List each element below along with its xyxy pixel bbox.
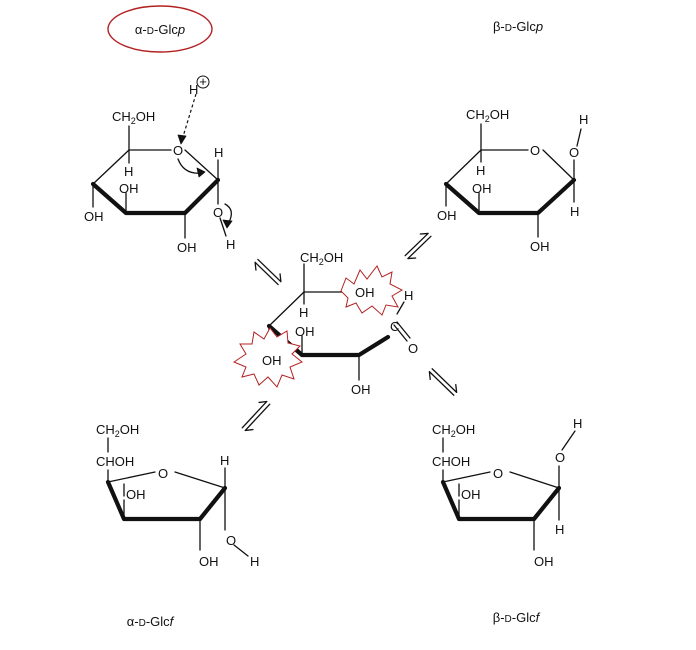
aldehyde-h-label: H: [404, 288, 413, 303]
ring-bond: [442, 471, 491, 483]
o-h-bond: [233, 544, 249, 557]
ring-bond-front: [443, 177, 577, 216]
c2-oh-label: OH: [177, 240, 197, 255]
c4-oh-label: OH: [262, 353, 282, 368]
o-h-bond: [561, 430, 576, 451]
c1-h-label: H: [570, 204, 579, 219]
ring-bond: [445, 149, 482, 185]
choh-label: CHOH: [432, 454, 470, 469]
c5-h-label: H: [476, 163, 485, 178]
aldehyde-c-label: C: [390, 319, 399, 334]
alpha-pyranose-caption: α-D-Glcp: [135, 22, 185, 37]
c1-h-label: H: [220, 453, 229, 468]
c1-oxygen-label: O: [569, 145, 579, 160]
ring-bond: [542, 149, 575, 181]
hydroxyl-h-label: H: [573, 416, 582, 431]
ch2oh-label: CH2OH: [112, 109, 155, 126]
hydroxyl-h-label: H: [250, 554, 259, 569]
choh-label: CHOH: [96, 454, 134, 469]
c2-oh-label: OH: [199, 554, 219, 569]
ring-bond: [92, 149, 130, 185]
c1-h-bond: [396, 301, 405, 315]
ring-oxygen-label: O: [530, 143, 540, 158]
alpha-furanose-caption: α-D-Glcf: [127, 614, 175, 629]
ring-bond: [509, 471, 560, 489]
c2-oh-label: OH: [351, 382, 371, 397]
c3-oh-label: OH: [472, 181, 492, 196]
arrow-head: [196, 167, 206, 178]
ch2oh-label: CH2OH: [432, 422, 475, 439]
ch2oh-label: CH2OH: [300, 250, 343, 267]
ch2oh-label: CH2OH: [96, 422, 139, 439]
ring-oxygen-label: O: [173, 143, 183, 158]
ring-bond: [174, 471, 226, 489]
equilibrium-arrow-top-left: [254, 258, 282, 286]
ring-oxygen-label: O: [493, 466, 503, 481]
hydroxyl-h-label: H: [226, 237, 235, 252]
ring-bond-front: [440, 479, 562, 522]
o-h-bond: [576, 128, 582, 147]
equilibrium-arrow-bottom-right: [428, 368, 458, 396]
arrow-head: [222, 219, 233, 229]
c3-oh-label: OH: [126, 487, 146, 502]
alpha-pyranose-caption-ring: [107, 5, 213, 53]
beta-furanose-caption: β-D-Glcf: [493, 610, 541, 625]
ring-bond: [107, 471, 156, 483]
c5-c4-bond: [268, 291, 305, 327]
c4-hydroxyl-highlight-burst: [232, 327, 303, 388]
alpha-furanose-structure: CH2OH CHOH O H OH O OH H: [96, 422, 259, 569]
ring-oxygen-label: O: [158, 466, 168, 481]
c3-oh-label: OH: [119, 181, 139, 196]
ring-bond-front: [90, 177, 221, 216]
c4-oh-label: OH: [84, 209, 104, 224]
c5-h-label: H: [299, 305, 308, 320]
open-chain-structure: CH2OH OH H H C O OH OH OH: [232, 250, 418, 397]
c5-hydroxyl-highlight-burst: [340, 265, 404, 316]
equilibrium-arrow-top-right: [404, 232, 432, 260]
c1-carbonyl-bond: [396, 321, 411, 339]
o-h-bond: [219, 217, 227, 237]
proton-approach-dashes: [181, 93, 197, 141]
c1-h-label: H: [214, 145, 223, 160]
beta-pyranose-caption: β-D-Glcp: [493, 19, 543, 34]
c2-oh-label: OH: [530, 239, 550, 254]
c1-oxygen-label: O: [555, 450, 565, 465]
c1-h-label: H: [555, 522, 564, 537]
hydroxyl-h-label: H: [579, 112, 588, 127]
equilibrium-arrow-bottom-left: [241, 400, 271, 432]
c3-oh-label: OH: [295, 324, 315, 339]
c4-oh-label: OH: [437, 208, 457, 223]
beta-pyranose-structure: CH2OH O H O H OH H OH OH: [437, 107, 588, 254]
ring-bond: [184, 149, 219, 181]
positive-charge-sign: +: [199, 74, 207, 89]
aldehyde-o-label: O: [408, 341, 418, 356]
ring-bond-front: [105, 479, 228, 522]
c5-h-label: H: [124, 164, 133, 179]
ch2oh-label: CH2OH: [466, 107, 509, 124]
arrow-head: [177, 134, 187, 145]
c3-oh-label: OH: [461, 487, 481, 502]
c5-oh-label: OH: [355, 285, 375, 300]
positive-charge-circle: [196, 75, 210, 89]
c1-oxygen-label: O: [213, 205, 223, 220]
c1-oxygen-label: O: [226, 533, 236, 548]
alpha-pyranose-structure: CH2OH H + O H H OH OH O OH H: [84, 74, 235, 255]
c1-carbonyl-bond: [393, 324, 408, 342]
beta-furanose-structure: CH2OH CHOH O H O OH H OH: [432, 416, 582, 569]
proton-label: H: [189, 82, 198, 97]
c2-oh-label: OH: [534, 554, 554, 569]
